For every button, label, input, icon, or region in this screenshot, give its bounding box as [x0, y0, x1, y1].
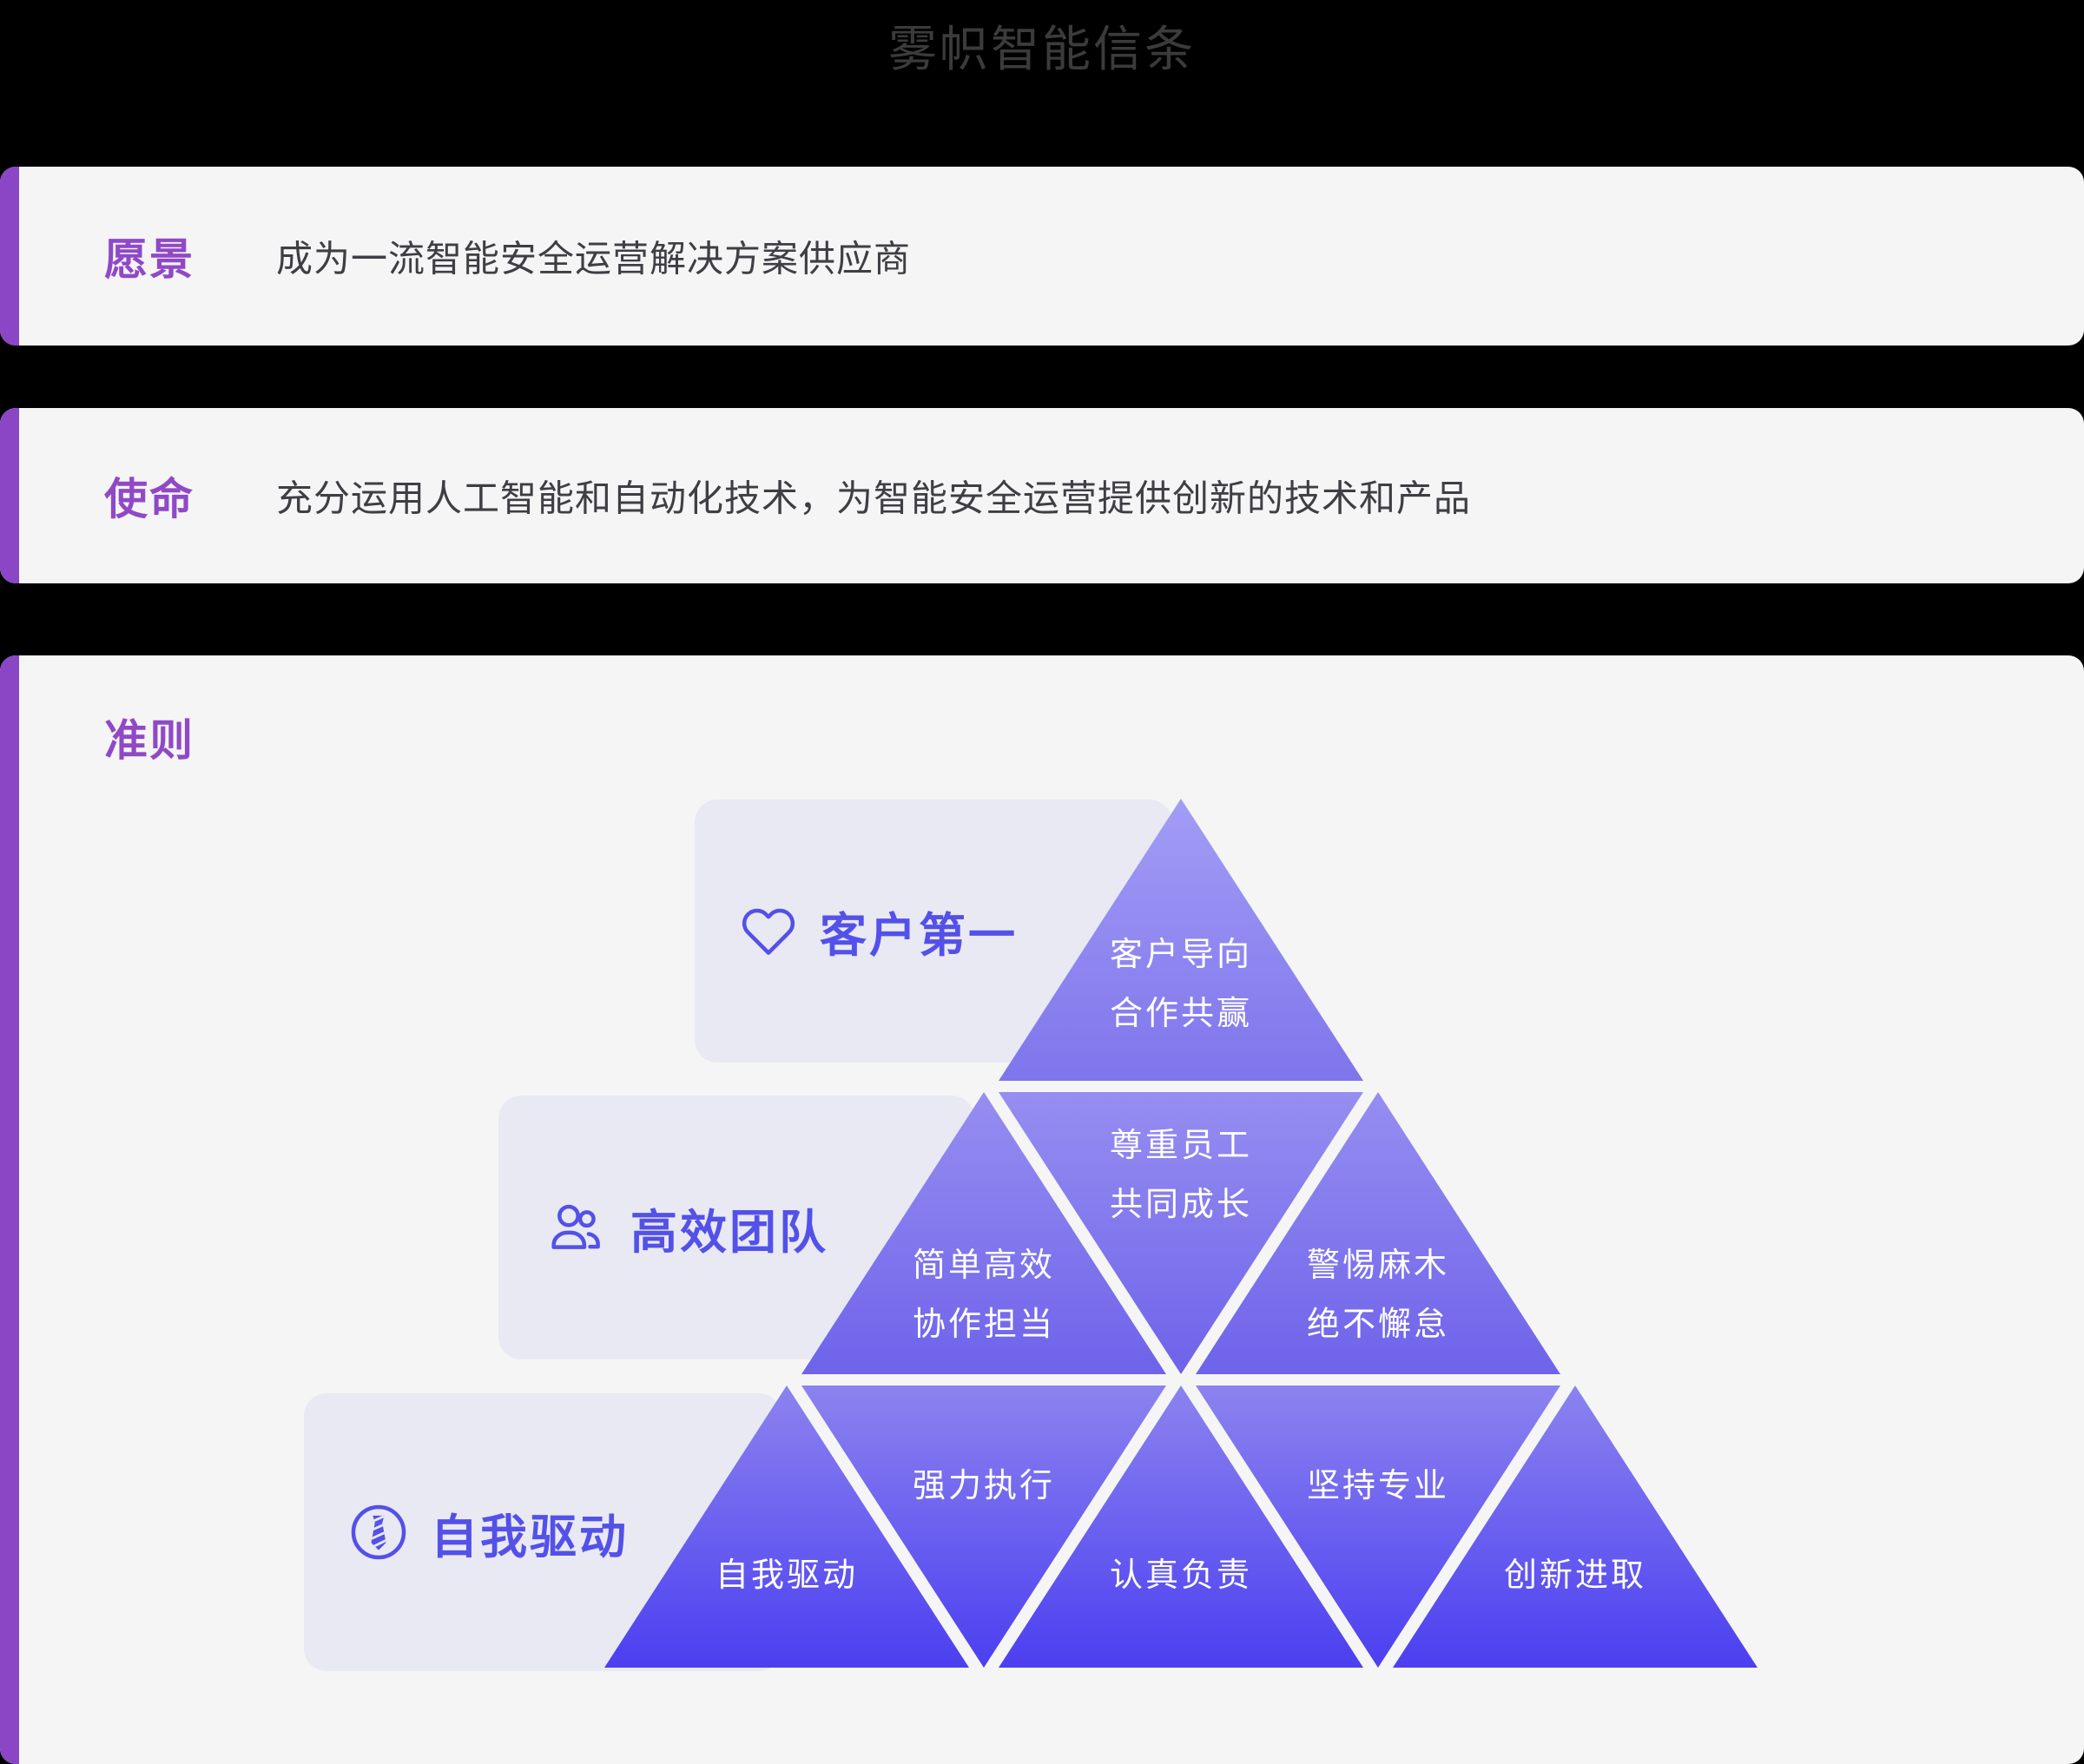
vision-label: 愿景	[104, 235, 195, 284]
principles-accent-bar	[0, 655, 19, 1764]
triangle-text: 创新进取	[1503, 1557, 1646, 1594]
principles-card: 准则 客户第一 高效团队	[0, 655, 2084, 1764]
level-label-efficient-team: 高效团队	[630, 1206, 828, 1259]
triangle-text: 自我驱动	[715, 1557, 858, 1594]
vision-card: 愿景 成为一流智能安全运营解决方案供应商	[0, 167, 2084, 346]
principles-label: 准则	[104, 716, 195, 765]
vision-text: 成为一流智能安全运营解决方案供应商	[276, 238, 912, 280]
triangle-text: 客户导向 合作共赢	[1109, 937, 1252, 1032]
mission-accent-bar	[0, 408, 19, 583]
mission-label: 使命	[104, 475, 195, 523]
mission-text: 充分运用人工智能和自动化技术，为智能安全运营提供创新的技术和产品	[276, 477, 1472, 519]
level-label-customer-first: 客户第一	[820, 910, 1018, 962]
heart-icon	[740, 904, 797, 959]
level-chip-customer-first: 客户第一	[695, 800, 1172, 1063]
team-icon	[544, 1200, 608, 1255]
tie-icon	[349, 1503, 408, 1562]
triangle-text: 认真负责	[1109, 1557, 1252, 1594]
mission-card: 使命 充分运用人工智能和自动化技术，为智能安全运营提供创新的技术和产品	[0, 408, 2084, 583]
page-title: 雾帜智能信条	[888, 22, 1196, 76]
triangle-text: 简单高效 协作担当	[912, 1247, 1055, 1343]
triangle-text: 警惕麻木 绝不懈怠	[1306, 1247, 1449, 1343]
level-label-self-driven: 自我驱动	[431, 1511, 629, 1563]
triangle-text: 强力执行	[912, 1468, 1055, 1504]
triangle-text: 尊重员工 共同成长	[1109, 1128, 1252, 1223]
triangle-text: 坚持专业	[1306, 1468, 1449, 1504]
vision-accent-bar	[0, 167, 19, 346]
